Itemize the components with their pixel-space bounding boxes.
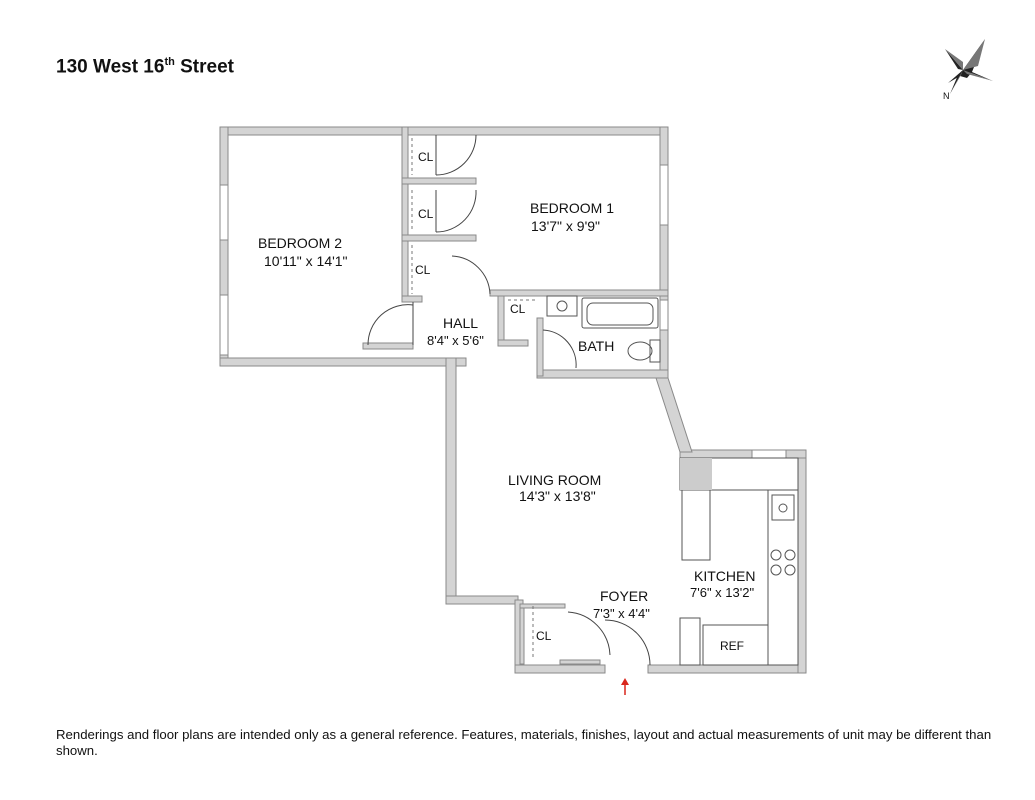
closet-label: CL xyxy=(415,263,431,277)
bedroom2-name: BEDROOM 2 xyxy=(258,235,342,251)
living-room-name: LIVING ROOM xyxy=(508,472,601,488)
compass-north-label: N xyxy=(943,91,950,101)
hall-dims: 8'4" x 5'6" xyxy=(427,333,484,348)
bath-fixtures xyxy=(546,295,661,363)
walls xyxy=(219,126,807,674)
kitchen-name: KITCHEN xyxy=(694,568,755,584)
angled-wall xyxy=(655,377,693,453)
closet-label: CL xyxy=(510,302,526,316)
page-title: 130 West 16th Street xyxy=(56,56,234,78)
kitchen-shade xyxy=(680,458,712,490)
living-room-dims: 14'3" x 13'8" xyxy=(519,488,596,504)
foyer-dims: 7'3" x 4'4" xyxy=(593,606,650,621)
closet-label: CL xyxy=(536,629,552,643)
closet-dividers xyxy=(411,138,535,660)
foyer-name: FOYER xyxy=(600,588,648,604)
bath-name: BATH xyxy=(578,338,614,354)
bedroom1-name: BEDROOM 1 xyxy=(530,200,614,216)
room-labels: BEDROOM 1 13'7" x 9'9" BEDROOM 2 10'11" … xyxy=(258,150,755,653)
title-suffix: Street xyxy=(174,56,234,78)
disclaimer: Renderings and floor plans are intended … xyxy=(56,727,992,758)
floor-plan: N xyxy=(219,39,993,695)
kitchen-dims: 7'6" x 13'2" xyxy=(690,585,754,600)
bedroom1-dims: 13'7" x 9'9" xyxy=(531,218,600,234)
closet-label: CL xyxy=(418,207,434,221)
door-swings xyxy=(367,134,651,666)
title-text: 130 West 16 xyxy=(56,56,165,78)
compass-rose-icon: N xyxy=(943,39,993,101)
title-superscript: th xyxy=(164,56,175,68)
entry-arrow-icon xyxy=(621,678,629,695)
hall-name: HALL xyxy=(443,315,478,331)
closet-label: CL xyxy=(418,150,434,164)
refrigerator-label: REF xyxy=(720,639,744,653)
bedroom2-dims: 10'11" x 14'1" xyxy=(264,253,348,269)
